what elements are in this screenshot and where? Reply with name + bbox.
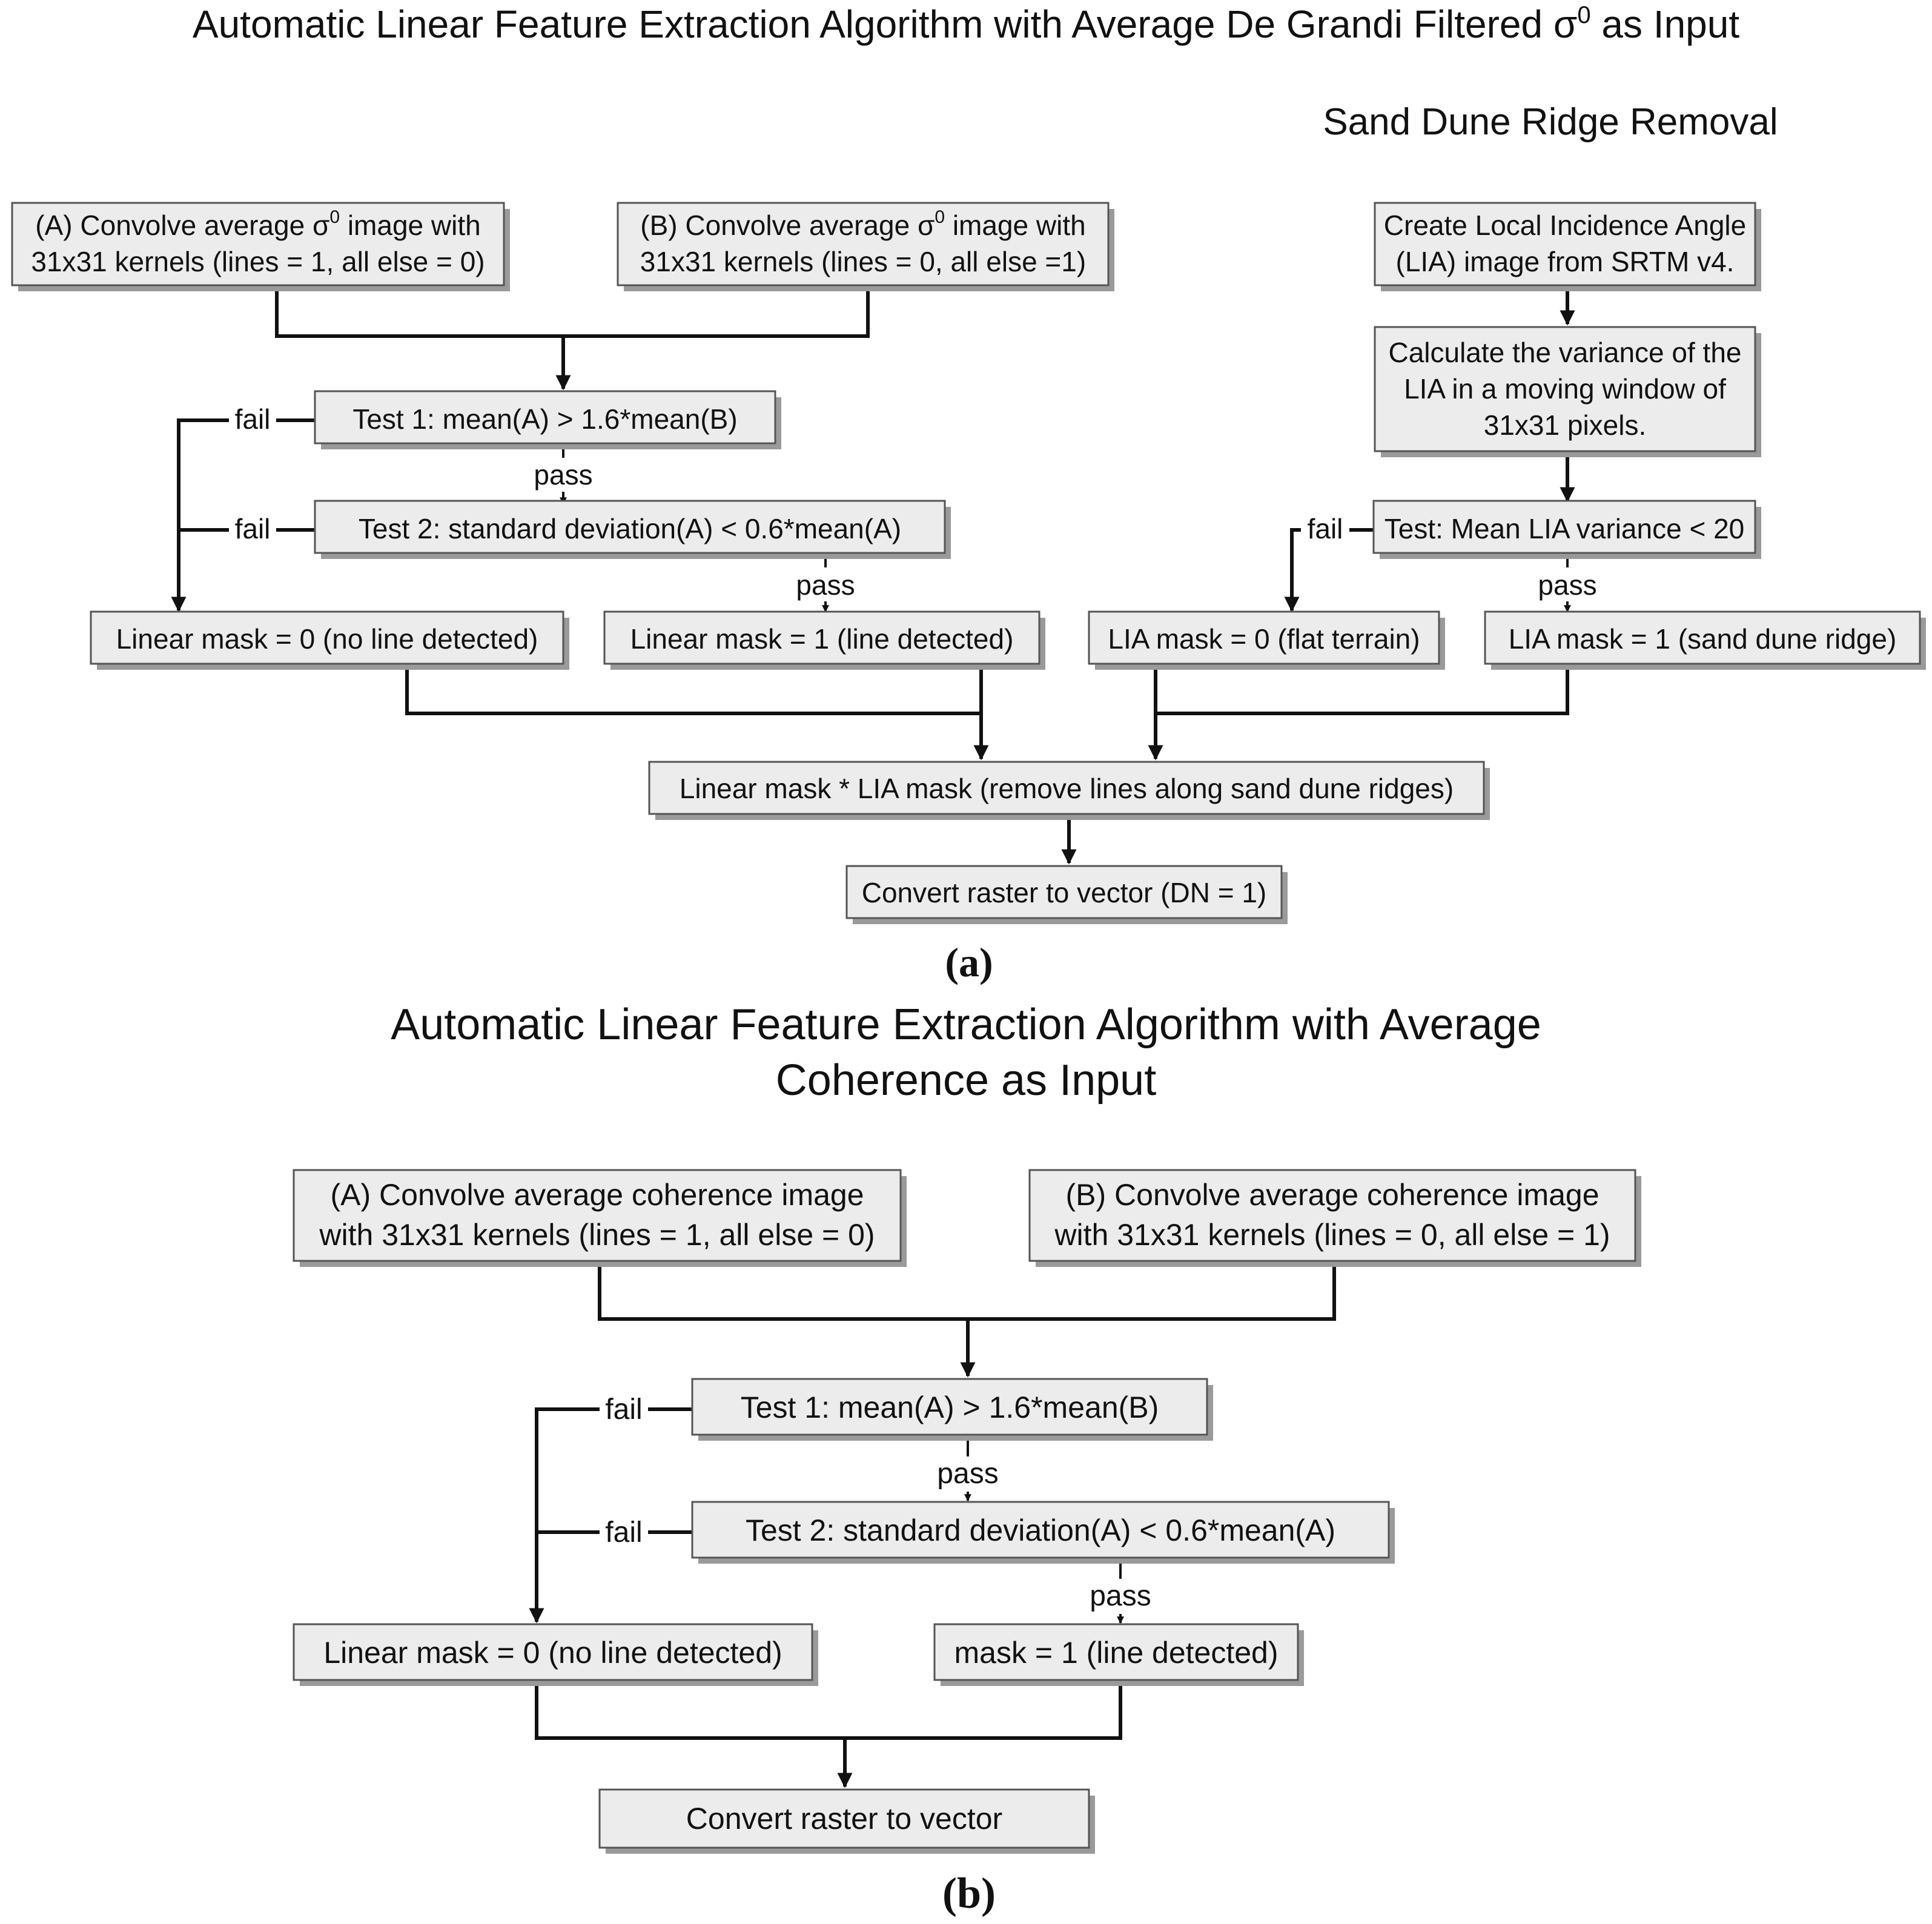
connector-a-masks-join (405, 669, 981, 715)
svg-text:(A) Convolve average coherence: (A) Convolve average coherence image (330, 1178, 864, 1212)
panel-b: Automatic Linear Feature Extraction Algo… (293, 1000, 1641, 1917)
svg-text:Test 1: mean(A) > 1.6*mean(B): Test 1: mean(A) > 1.6*mean(B) (741, 1390, 1159, 1424)
svg-text:mask = 1 (line detected): mask = 1 (line detected) (954, 1636, 1279, 1670)
pass-label-a-test2: pass (796, 569, 855, 601)
box-b-convert: Convert raster to vector (598, 1788, 1095, 1854)
box-a-convolve-B: (B) Convolve average σ0 image with 31x31… (617, 202, 1114, 291)
box-a-test1: Test 1: mean(A) > 1.6*mean(B) (314, 390, 781, 449)
svg-text:(B) Convolve average coherence: (B) Convolve average coherence image (1065, 1178, 1599, 1212)
box-a-lia-mask-0: LIA mask = 0 (flat terrain) (1088, 610, 1445, 670)
box-a-test-lia: Test: Mean LIA variance < 20 (1372, 500, 1761, 559)
svg-text:Convert raster to vector: Convert raster to vector (686, 1802, 1002, 1836)
box-a-combine-masks: Linear mask * LIA mask (remove lines alo… (648, 761, 1490, 820)
connector-b-A-to-merge (598, 1261, 1336, 1321)
box-b-test1: Test 1: mean(A) > 1.6*mean(B) (691, 1378, 1213, 1441)
box-a-lia-variance: Calculate the variance of the LIA in a m… (1374, 326, 1761, 457)
svg-text:(A) Convolve average σ0 image: (A) Convolve average σ0 image with (35, 207, 480, 241)
svg-text:LIA mask = 1 (sand dune ridge): LIA mask = 1 (sand dune ridge) (1509, 623, 1897, 655)
box-a-linear-mask-1: Linear mask = 1 (line detected) (603, 610, 1045, 670)
fail-label-a-test2: fail (235, 513, 271, 544)
svg-text:Convert raster to vector (DN =: Convert raster to vector (DN = 1) (862, 877, 1266, 908)
svg-text:LIA mask = 0 (flat terrain): LIA mask = 0 (flat terrain) (1108, 623, 1420, 655)
panel-a-title: Automatic Linear Feature Extraction Algo… (193, 2, 1739, 46)
svg-text:Linear mask = 0 (no line detec: Linear mask = 0 (no line detected) (116, 623, 538, 655)
pass-label-b-test2: pass (1090, 1580, 1151, 1612)
svg-text:LIA in a moving window of: LIA in a moving window of (1404, 373, 1726, 405)
svg-text:31x31 kernels (lines = 1, all: 31x31 kernels (lines = 1, all else = 0) (31, 246, 485, 277)
svg-text:with 31x31 kernels (lines = 1,: with 31x31 kernels (lines = 1, all else … (319, 1218, 875, 1252)
panel-a-label: (a) (945, 939, 993, 985)
connector-b-masks-join (535, 1684, 1122, 1740)
svg-text:Linear mask = 0 (no line detec: Linear mask = 0 (no line detected) (323, 1636, 782, 1670)
box-a-convert: Convert raster to vector (DN = 1) (845, 865, 1288, 924)
connector-a-lia-join (1156, 669, 1569, 715)
fail-label-a-test1: fail (235, 403, 271, 435)
panel-b-title-line1: Automatic Linear Feature Extraction Algo… (391, 1000, 1541, 1049)
svg-text:with 31x31 kernels (lines = 0,: with 31x31 kernels (lines = 0, all else … (1054, 1218, 1610, 1252)
svg-text:Test 2: standard deviation(A): Test 2: standard deviation(A) < 0.6*mean… (746, 1513, 1335, 1547)
panel-a-connectors (171, 288, 1575, 865)
box-a-create-lia: Create Local Incidence Angle (LIA) image… (1374, 202, 1761, 291)
svg-text:31x31 kernels (lines = 0, all: 31x31 kernels (lines = 0, all else =1) (640, 246, 1086, 277)
box-a-convolve-A: (A) Convolve average σ0 image with 31x31… (11, 202, 510, 291)
svg-text:Test 2: standard deviation(A): Test 2: standard deviation(A) < 0.6*mean… (359, 513, 901, 544)
box-b-test2: Test 2: standard deviation(A) < 0.6*mean… (691, 1501, 1395, 1564)
fail-label-b-test2: fail (605, 1516, 642, 1549)
box-a-linear-mask-0: Linear mask = 0 (no line detected) (90, 610, 569, 670)
panel-a: Automatic Linear Feature Extraction Algo… (11, 2, 1926, 985)
svg-text:(B) Convolve average σ0 image: (B) Convolve average σ0 image with (640, 207, 1085, 241)
svg-text:Calculate the variance of the: Calculate the variance of the (1388, 337, 1741, 368)
panel-b-title-line2: Coherence as Input (776, 1056, 1156, 1105)
box-a-test2: Test 2: standard deviation(A) < 0.6*mean… (314, 500, 951, 559)
pass-label-a-test1: pass (534, 459, 592, 491)
svg-text:Create Local Incidence Angle: Create Local Incidence Angle (1384, 210, 1746, 241)
box-b-convolve-A: (A) Convolve average coherence image wit… (293, 1169, 907, 1267)
box-b-linear-mask-0: Linear mask = 0 (no line detected) (293, 1623, 818, 1686)
svg-text:Test: Mean LIA variance < 20: Test: Mean LIA variance < 20 (1384, 513, 1745, 544)
box-a-lia-mask-1: LIA mask = 1 (sand dune ridge) (1484, 610, 1926, 670)
svg-text:31x31 pixels.: 31x31 pixels. (1484, 409, 1647, 441)
svg-text:Linear mask * LIA mask (remove: Linear mask * LIA mask (remove lines alo… (680, 773, 1454, 804)
box-b-convolve-B: (B) Convolve average coherence image wit… (1028, 1169, 1641, 1267)
pass-label-a-liatest: pass (1538, 569, 1596, 601)
box-b-mask-1: mask = 1 (line detected) (933, 1623, 1304, 1686)
connector-a-A-to-merge (275, 288, 870, 338)
fail-label-b-test1: fail (605, 1393, 642, 1426)
fail-label-a-liatest: fail (1308, 513, 1343, 544)
svg-text:Test 1: mean(A) > 1.6*mean(B): Test 1: mean(A) > 1.6*mean(B) (352, 403, 737, 435)
pass-label-b-test1: pass (937, 1458, 998, 1490)
svg-text:(LIA) image from SRTM v4.: (LIA) image from SRTM v4. (1396, 246, 1735, 277)
panel-b-label: (b) (942, 1869, 996, 1917)
svg-text:Linear mask = 1 (line detected: Linear mask = 1 (line detected) (630, 623, 1014, 655)
sand-dune-subtitle: Sand Dune Ridge Removal (1323, 101, 1778, 143)
